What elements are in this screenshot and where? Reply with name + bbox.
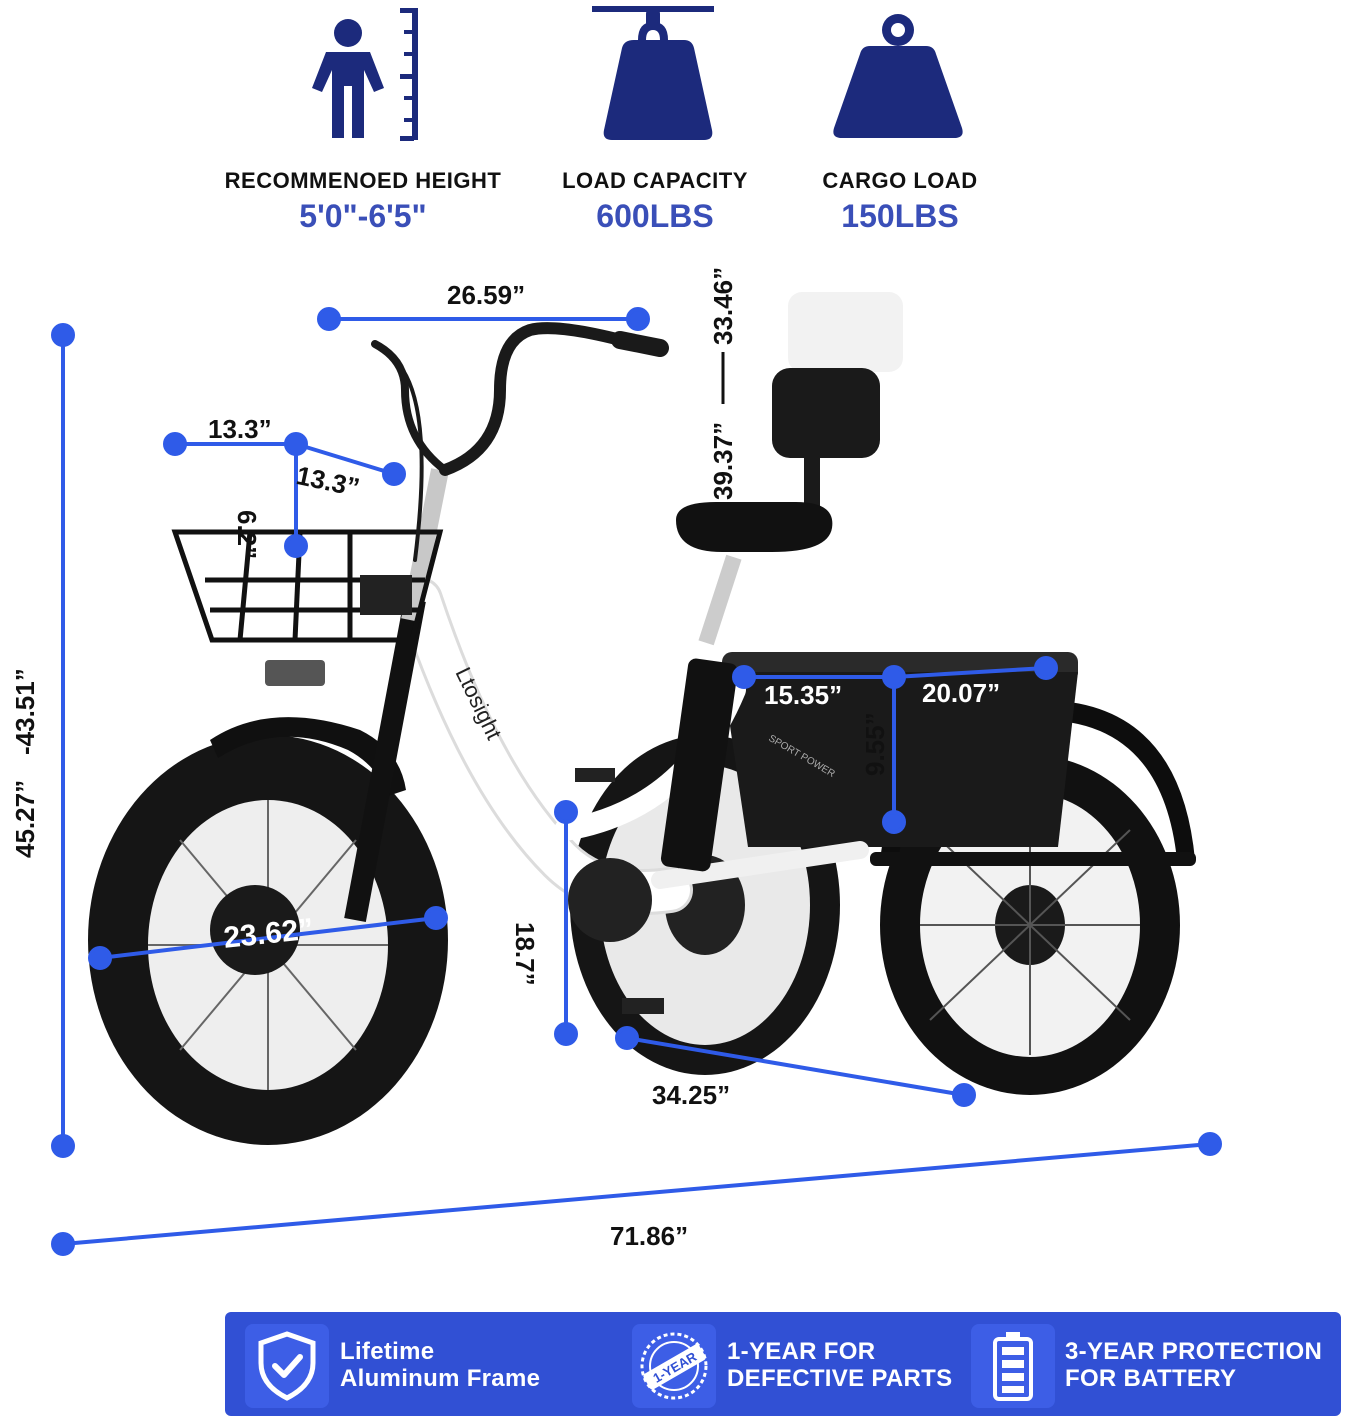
dim-wheelbase: 34.25” xyxy=(652,1080,731,1110)
badge-battery xyxy=(971,1324,1055,1408)
front-fender xyxy=(210,717,406,796)
spec-value: 600LBS xyxy=(596,198,714,234)
basket-width-line xyxy=(295,442,395,476)
dim-overall-length: 71.86” xyxy=(610,1221,689,1251)
spec-cargo: CARGO LOAD 150LBS xyxy=(800,168,1000,235)
pedal-rear xyxy=(575,768,615,782)
backrest xyxy=(772,368,880,458)
dim-basket-height: 6.2” xyxy=(232,510,262,560)
spec-label: LOAD CAPACITY xyxy=(562,168,748,193)
battery-pack xyxy=(660,658,738,872)
cargo-end xyxy=(882,665,906,689)
dim-height-high: -43.51” xyxy=(10,668,40,755)
dim-cargo-length: 15.35” xyxy=(764,680,843,710)
one-year-stamp-icon: 1-YEAR xyxy=(640,1332,708,1400)
cargo-end xyxy=(732,665,756,689)
guarantee-banner: Lifetime Aluminum Frame 1-YEAR 1-YEAR FO… xyxy=(225,1312,1341,1416)
guarantee-line: 3-YEAR PROTECTION xyxy=(1065,1338,1323,1365)
wheel-end xyxy=(88,946,112,970)
guarantee-line: Lifetime xyxy=(340,1338,435,1365)
saddle xyxy=(676,502,833,552)
guarantee-line: 1-YEAR FOR xyxy=(727,1338,876,1365)
length-end xyxy=(1198,1132,1222,1156)
front-fork xyxy=(344,597,426,923)
wheel-end xyxy=(424,906,448,930)
spec-icons xyxy=(312,6,963,141)
load-weight-icon xyxy=(592,6,714,140)
badge-frame xyxy=(245,1324,329,1408)
headlight xyxy=(265,660,325,686)
basket-end xyxy=(284,534,308,558)
length-line xyxy=(62,1142,1211,1246)
spec-value: 150LBS xyxy=(841,198,959,234)
wheel-line xyxy=(99,916,437,960)
basket-end xyxy=(284,432,308,456)
chainring xyxy=(568,858,652,942)
battery-icon xyxy=(993,1332,1033,1401)
wheelbase-line xyxy=(626,1036,965,1097)
guarantee-parts-text: 1-YEAR FOR DEFECTIVE PARTS xyxy=(727,1338,952,1392)
dim-cargo-height: 9.55” xyxy=(860,712,890,776)
handlebar xyxy=(371,322,669,562)
guarantee-battery-text: 3-YEAR PROTECTION FOR BATTERY xyxy=(1065,1338,1322,1392)
spec-value: 5'0"-6'5" xyxy=(299,198,427,234)
spec-height: RECOMMENOED HEIGHT 5'0"-6'5" xyxy=(213,168,513,235)
fender-bar xyxy=(870,852,1196,866)
guarantee-line: Aluminum Frame xyxy=(340,1365,541,1392)
dim-seat-high: 33.46” xyxy=(708,266,738,345)
cargo-width-line xyxy=(893,666,1047,679)
cargo-basket xyxy=(722,652,1078,847)
spec-load: LOAD CAPACITY 600LBS xyxy=(555,168,755,235)
badge-parts: 1-YEAR xyxy=(632,1324,716,1408)
pedal-front xyxy=(622,998,664,1014)
guarantee-line: FOR BATTERY xyxy=(1065,1365,1237,1392)
height-end xyxy=(51,1134,75,1158)
pedal-end xyxy=(554,1022,578,1046)
basket-end xyxy=(382,462,406,486)
spec-label: RECOMMENOED HEIGHT xyxy=(224,168,502,193)
dim-height-low: 45.27” xyxy=(10,779,40,858)
steerer xyxy=(401,468,449,622)
length-end xyxy=(51,1232,75,1256)
dim-cargo-width: 20.07” xyxy=(922,678,1001,708)
spec-label: CARGO LOAD xyxy=(822,168,978,193)
height-end xyxy=(51,323,75,347)
shield-check-icon xyxy=(258,1331,316,1401)
guarantee-line: DEFECTIVE PARTS xyxy=(727,1365,953,1392)
seat-post xyxy=(698,554,742,646)
cargo-weight-icon xyxy=(833,14,963,138)
handlebar-end xyxy=(317,307,341,331)
wheelbase-end xyxy=(952,1083,976,1107)
basket-end xyxy=(163,432,187,456)
dim-basket-depth: 13.3” xyxy=(208,414,272,444)
guarantee-frame-text: Lifetime Aluminum Frame xyxy=(340,1338,540,1392)
dim-handlebar-width: 26.59” xyxy=(447,280,526,310)
dim-pedal-height: 18.7” xyxy=(510,922,540,986)
cargo-end xyxy=(882,810,906,834)
dim-seat-low: 39.37” xyxy=(708,421,738,500)
handlebar-end xyxy=(626,307,650,331)
wheelbase-end xyxy=(615,1026,639,1050)
raised-backrest-ghost xyxy=(788,292,903,372)
pedal-end xyxy=(554,800,578,824)
person-height-icon xyxy=(312,8,418,141)
cargo-end xyxy=(1034,656,1058,680)
basket-mount xyxy=(360,575,412,615)
